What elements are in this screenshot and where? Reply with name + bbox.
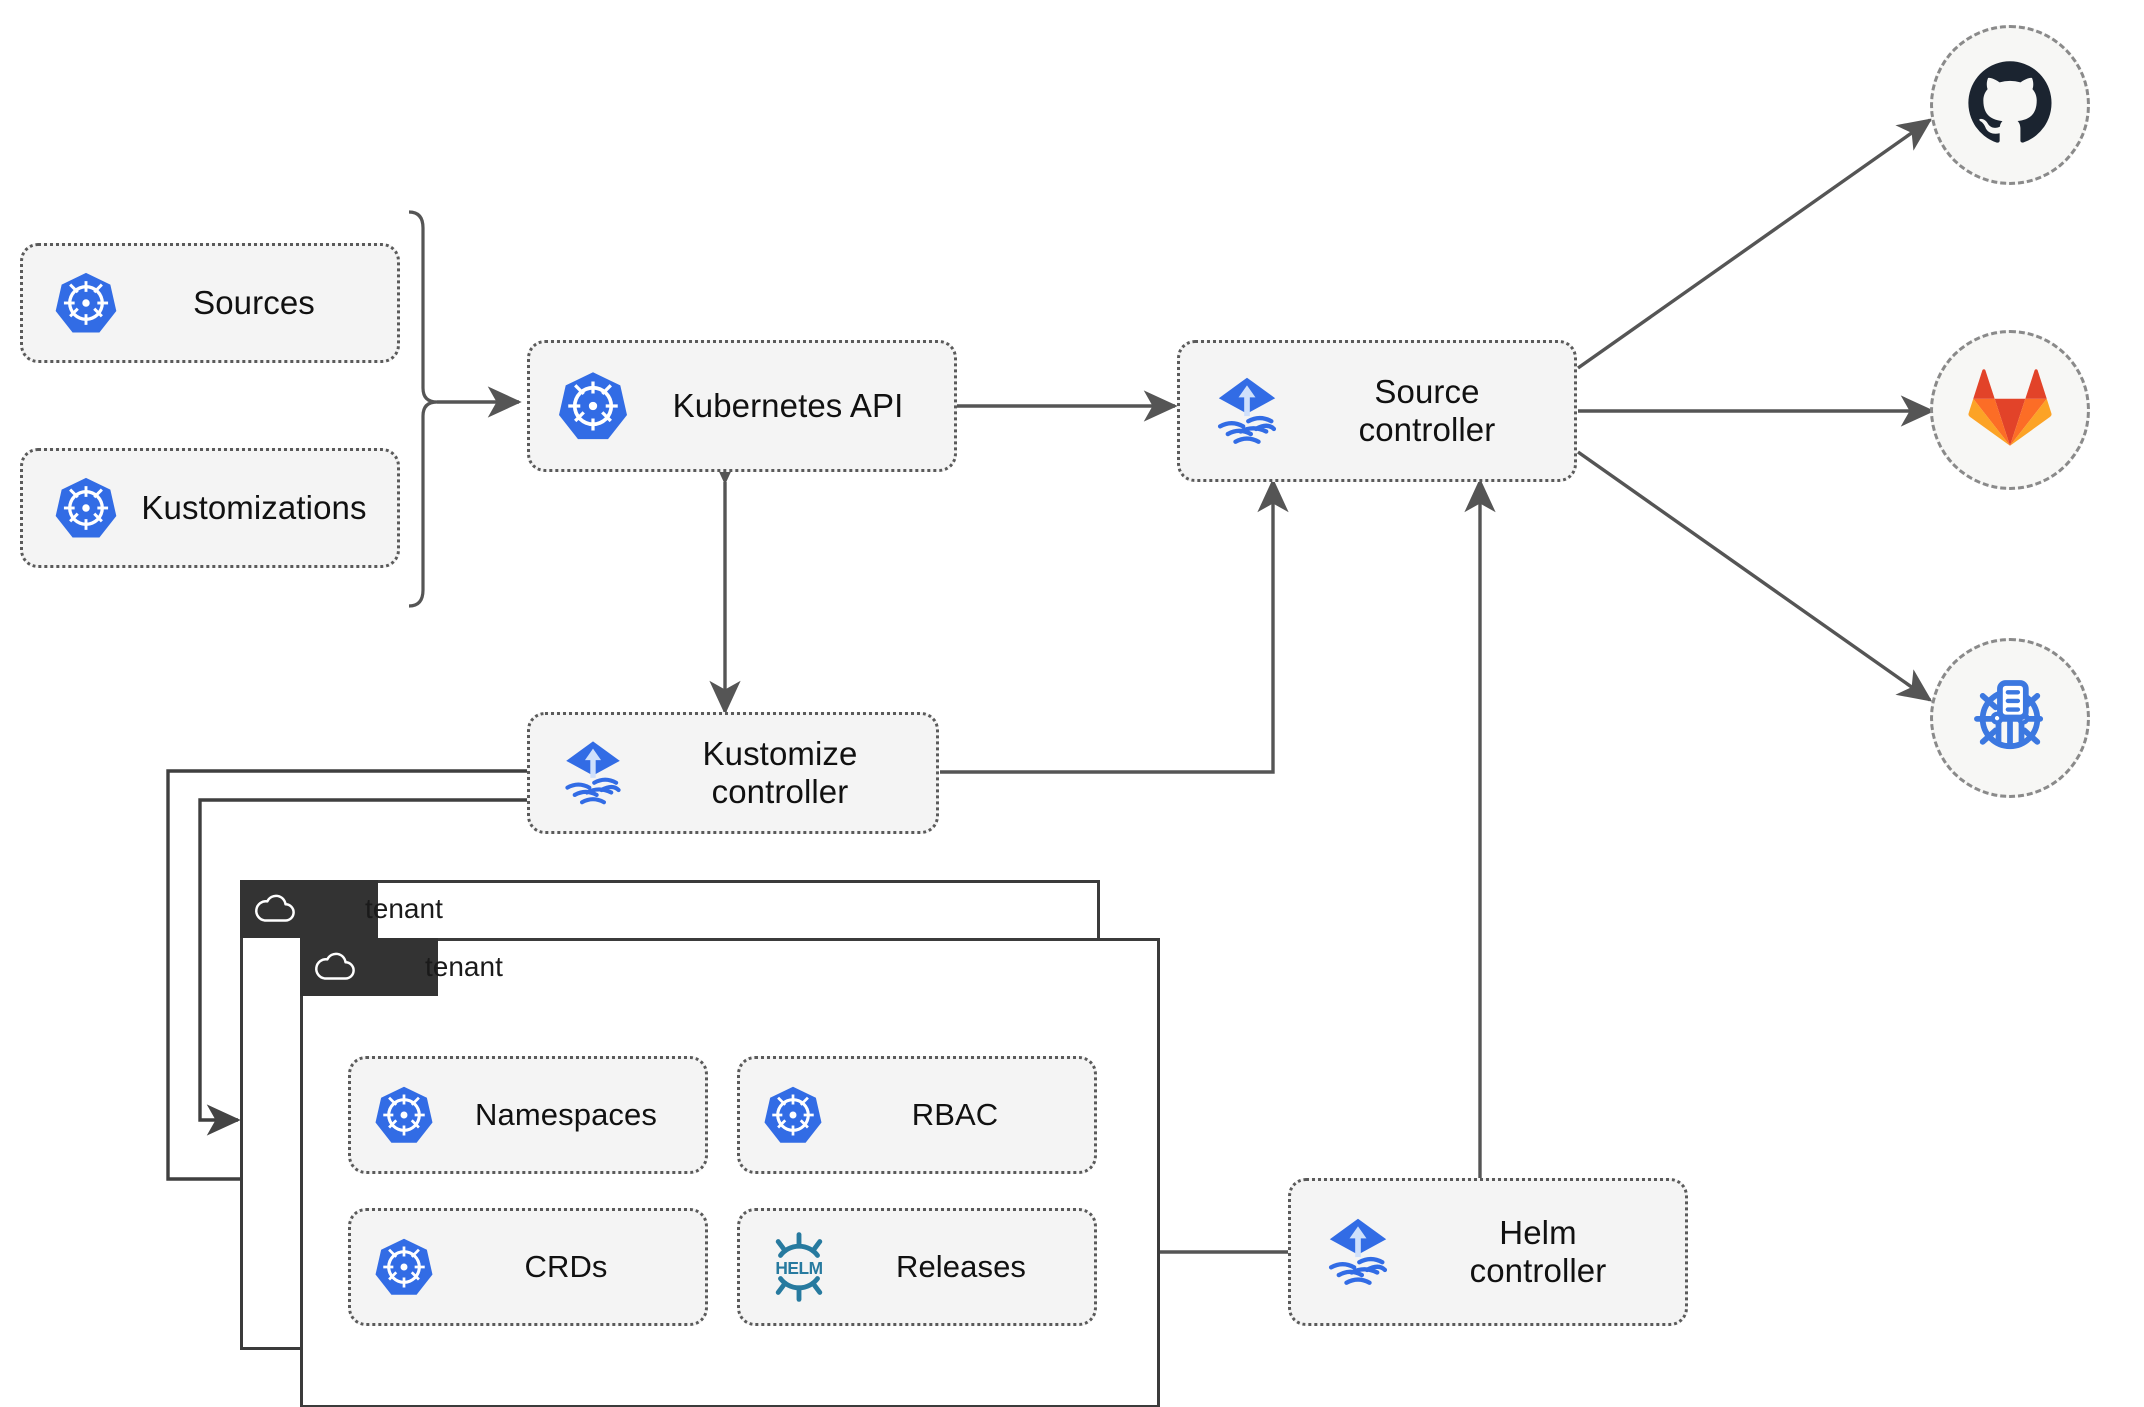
node-kubernetes-api[interactable]: Kubernetes API: [527, 340, 957, 472]
svg-text:HELM: HELM: [775, 1258, 822, 1278]
node-label: Kustomize controller: [702, 734, 858, 810]
tenant-titlebar: [240, 880, 378, 938]
cloud-icon: [254, 894, 296, 924]
kubernetes-icon: [373, 1236, 435, 1298]
endpoint-helm-repository[interactable]: [1930, 638, 2090, 798]
github-icon: [1966, 59, 2054, 152]
node-helm-controller[interactable]: Helm controller: [1288, 1178, 1688, 1326]
tenant-label: tenant: [425, 951, 503, 982]
node-label: Kubernetes API: [672, 386, 904, 424]
tenant-label: tenant: [365, 893, 443, 924]
node-label: Source controller: [1358, 372, 1496, 448]
flux-icon: [1206, 370, 1288, 452]
kubernetes-icon: [373, 1084, 435, 1146]
gitlab-icon: [1968, 368, 2052, 453]
node-kustomize-controller[interactable]: Kustomize controller: [527, 712, 939, 834]
node-label: Namespaces: [475, 1097, 657, 1133]
node-label: CRDs: [524, 1249, 608, 1285]
tenant-titlebar: [300, 938, 438, 996]
node-source-controller[interactable]: Source controller: [1177, 340, 1577, 482]
kubernetes-icon: [556, 369, 630, 443]
node-sources[interactable]: Sources: [20, 243, 400, 363]
flux-icon: [1317, 1211, 1399, 1293]
tenant-front[interactable]: tenant Namespaces: [300, 938, 1160, 1407]
helm-repository-icon: [1964, 670, 2056, 767]
endpoint-github[interactable]: [1930, 25, 2090, 185]
node-kustomizations[interactable]: Kustomizations: [20, 448, 400, 568]
kubernetes-icon: [53, 270, 119, 336]
node-releases[interactable]: HELM Releases: [737, 1208, 1097, 1326]
node-label: Sources: [193, 283, 315, 321]
cloud-icon: [314, 952, 356, 982]
helm-icon: HELM: [762, 1230, 836, 1304]
node-label: RBAC: [911, 1097, 999, 1133]
flux-icon: [554, 734, 632, 812]
node-label: Helm controller: [1469, 1213, 1607, 1289]
endpoint-gitlab[interactable]: [1930, 330, 2090, 490]
node-namespaces[interactable]: Namespaces: [348, 1056, 708, 1174]
node-crds[interactable]: CRDs: [348, 1208, 708, 1326]
node-label: Releases: [895, 1249, 1027, 1285]
node-label: Kustomizations: [141, 488, 367, 526]
node-rbac[interactable]: RBAC: [737, 1056, 1097, 1174]
kubernetes-icon: [762, 1084, 824, 1146]
kubernetes-icon: [53, 475, 119, 541]
